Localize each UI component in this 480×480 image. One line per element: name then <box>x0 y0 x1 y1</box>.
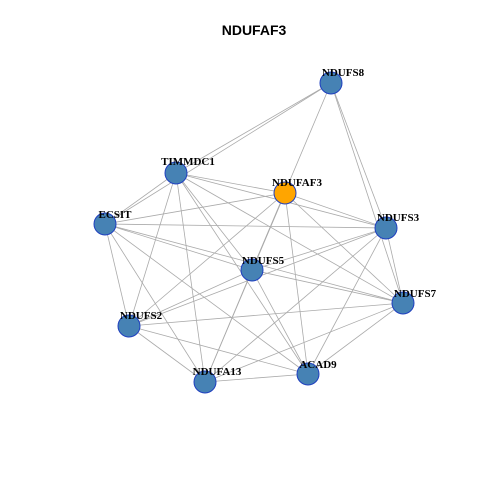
node-acad9 <box>296 362 320 386</box>
edge-ndufs5-acad9 <box>251 269 309 375</box>
node-ndufs7 <box>391 291 415 315</box>
edge-ndufs3-acad9 <box>307 227 387 375</box>
edge-ecsit-acad9 <box>104 223 309 375</box>
edge-ndufs5-ndufs7 <box>251 269 404 304</box>
edge-timmdc1-ndufaf3 <box>175 172 286 194</box>
edge-timmdc1-ndufs7 <box>175 172 404 304</box>
edge-ndufs8-ndufs3 <box>330 82 387 229</box>
edge-ndufs8-timmdc1 <box>175 82 332 174</box>
edge-ndufs2-ndufa13 <box>128 325 206 383</box>
graph-title: NDUFAF3 <box>222 22 287 38</box>
edge-timmdc1-ecsit <box>104 172 177 225</box>
edge-ndufs5-ndufa13 <box>204 269 253 383</box>
edge-ndufaf3-ndufs3 <box>284 192 387 229</box>
edge-timmdc1-ndufs2 <box>128 172 177 327</box>
node-timmdc1 <box>164 161 188 185</box>
edge-ndufs3-ndufa13 <box>204 227 387 383</box>
node-ndufa13 <box>193 370 217 394</box>
edge-ndufs7-acad9 <box>307 302 404 375</box>
node-ndufs3 <box>374 216 398 240</box>
edge-ndufaf3-ndufs7 <box>284 192 404 304</box>
node-ecsit <box>93 212 117 236</box>
edge-ndufaf3-ecsit <box>104 192 286 225</box>
node-ndufs5 <box>240 258 264 282</box>
node-label-acad9: ACAD9 <box>299 359 337 371</box>
edge-ndufs8-ndufs7 <box>330 82 404 304</box>
edge-timmdc1-ndufs5 <box>175 172 253 271</box>
node-label-ndufs2: NDUFS2 <box>120 310 163 322</box>
edge-ecsit-ndufs5 <box>104 223 253 271</box>
edge-layer <box>104 82 404 383</box>
node-label-ndufs3: NDUFS3 <box>377 212 420 224</box>
node-label-ndufs5: NDUFS5 <box>242 255 285 267</box>
edge-ndufs7-ndufs2 <box>128 302 404 327</box>
edge-ecsit-ndufs3 <box>104 223 387 229</box>
node-label-ndufs7: NDUFS7 <box>394 288 437 300</box>
node-ndufaf3 <box>273 181 297 205</box>
node-label-ecsit: ECSIT <box>98 209 132 221</box>
edge-ndufs3-ndufs7 <box>385 227 404 304</box>
edge-ecsit-ndufa13 <box>104 223 206 383</box>
edge-ndufs8-ecsit <box>104 82 332 225</box>
edge-ndufs2-acad9 <box>128 325 309 375</box>
node-ndufs2 <box>117 314 141 338</box>
edge-ndufs3-ndufs5 <box>251 227 387 271</box>
edge-ndufs5-ndufs2 <box>128 269 253 327</box>
edge-timmdc1-ndufa13 <box>175 172 206 383</box>
node-label-ndufaf3: NDUFAF3 <box>272 177 322 189</box>
edge-ndufaf3-ndufs2 <box>128 192 286 327</box>
edge-ndufaf3-acad9 <box>284 192 309 375</box>
edge-ndufs7-ndufa13 <box>204 302 404 383</box>
node-label-timmdc1: TIMMDC1 <box>161 156 215 168</box>
node-label-ndufs8: NDUFS8 <box>322 67 365 79</box>
node-layer <box>93 71 415 394</box>
edge-ndufa13-acad9 <box>204 373 309 383</box>
edge-ecsit-ndufs2 <box>104 223 130 327</box>
node-label-ndufa13: NDUFA13 <box>193 366 242 378</box>
node-ndufs8 <box>319 71 343 95</box>
